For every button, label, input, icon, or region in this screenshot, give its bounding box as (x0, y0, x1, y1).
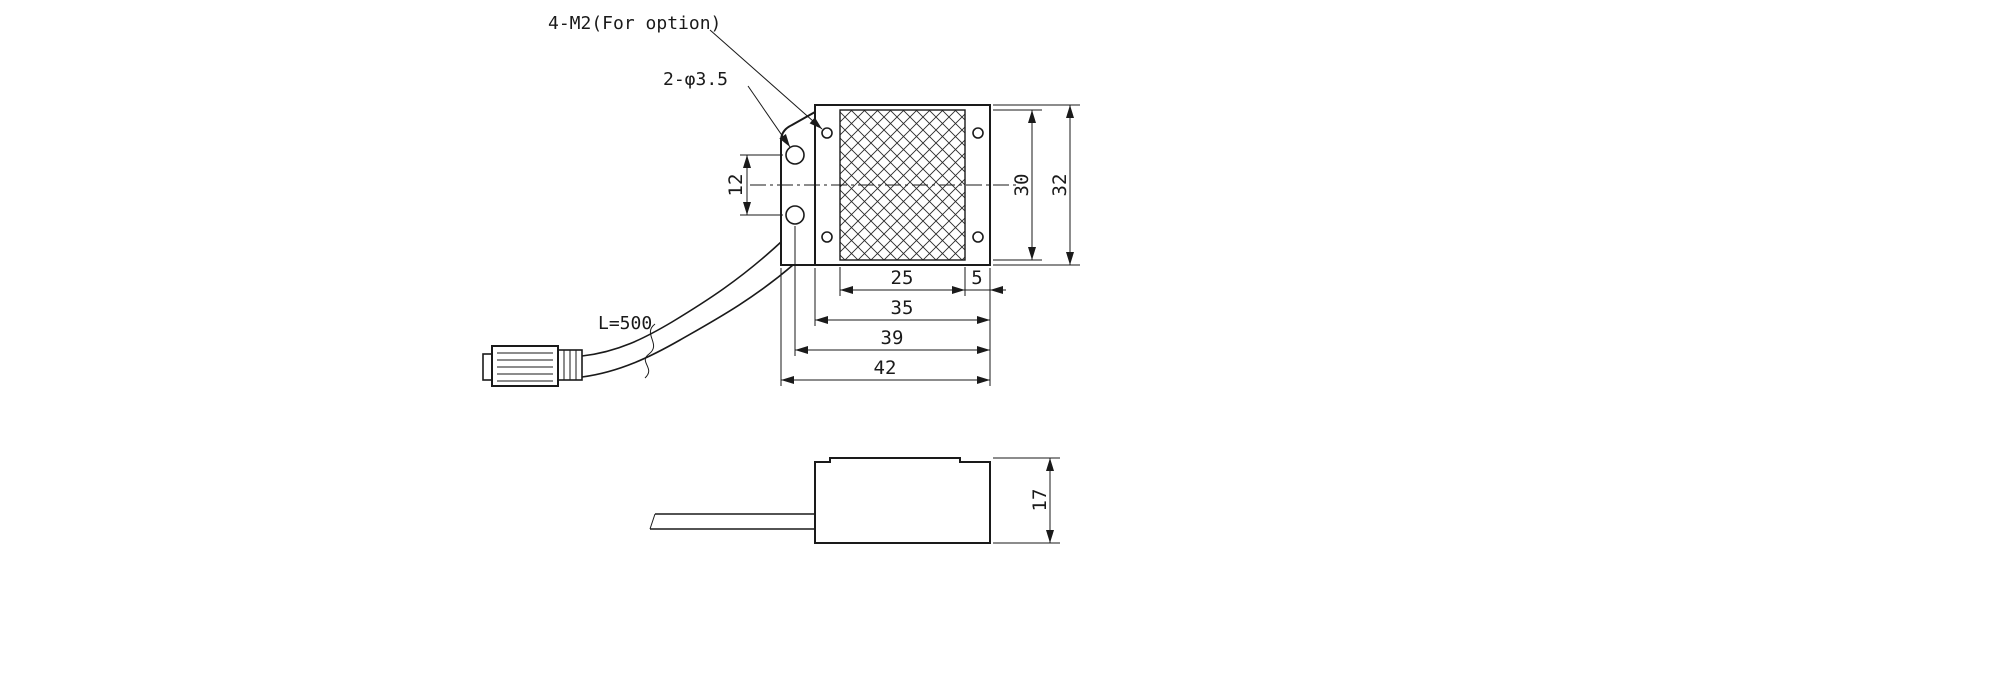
crimp-terminal (557, 349, 583, 381)
dim-text-window-height: 30 (1011, 174, 1033, 197)
connector-tip (482, 353, 493, 381)
dim-text-window-width: 25 (891, 267, 914, 289)
m2-hole (821, 127, 833, 139)
cable-break (644, 323, 656, 379)
side-cable (649, 513, 815, 530)
dim-text-overall-height: 32 (1049, 174, 1071, 197)
leader-option-holes (709, 29, 823, 130)
connector-housing (482, 345, 559, 387)
dim-overall-width: 42 (780, 357, 991, 384)
dim-text-hole-pitch: 12 (725, 174, 747, 197)
callout-thru-holes: 2-φ3.5 (663, 69, 791, 148)
dim-window-width: 25 (839, 267, 966, 294)
leader-thru-holes (747, 85, 791, 148)
dim-text-body-width: 35 (891, 297, 914, 319)
m2-hole (972, 127, 984, 139)
side-view: 17 (649, 457, 1060, 544)
dim-text-hole-offset: 39 (881, 327, 904, 349)
dim-text-side-height: 17 (1029, 489, 1051, 512)
cable (581, 241, 794, 379)
label-thru-holes: 2-φ3.5 (663, 69, 728, 90)
dim-hole-pitch: 12 (725, 154, 783, 216)
label-cable-length: L=500 (598, 313, 652, 334)
dim-hole-offset: 39 (794, 327, 991, 354)
plan-view: 4-M2(For option) 2-φ3.5 12 30 32 (482, 13, 1080, 387)
dim-body-width: 35 (814, 297, 991, 324)
m2-hole (972, 231, 984, 243)
connector-body (491, 345, 559, 387)
dim-text-side-margin: 5 (971, 267, 982, 289)
cable-edge-bottom (581, 264, 794, 378)
dim-text-overall-width: 42 (874, 357, 897, 379)
dim-window-height: 30 (993, 109, 1042, 261)
dim-overall-height: 32 (993, 104, 1080, 266)
dim-side-height: 17 (993, 457, 1060, 544)
side-cable-break (649, 513, 656, 530)
callout-option-holes: 4-M2(For option) (548, 13, 823, 130)
phi35-hole (785, 205, 805, 225)
phi35-hole (785, 145, 805, 165)
m2-hole (821, 231, 833, 243)
mount-tab (780, 111, 816, 266)
side-body-outline (814, 457, 991, 544)
dim-side-margin: 5 (965, 267, 1006, 294)
label-option-holes: 4-M2(For option) (548, 13, 721, 34)
cable-edge-top (581, 241, 782, 357)
